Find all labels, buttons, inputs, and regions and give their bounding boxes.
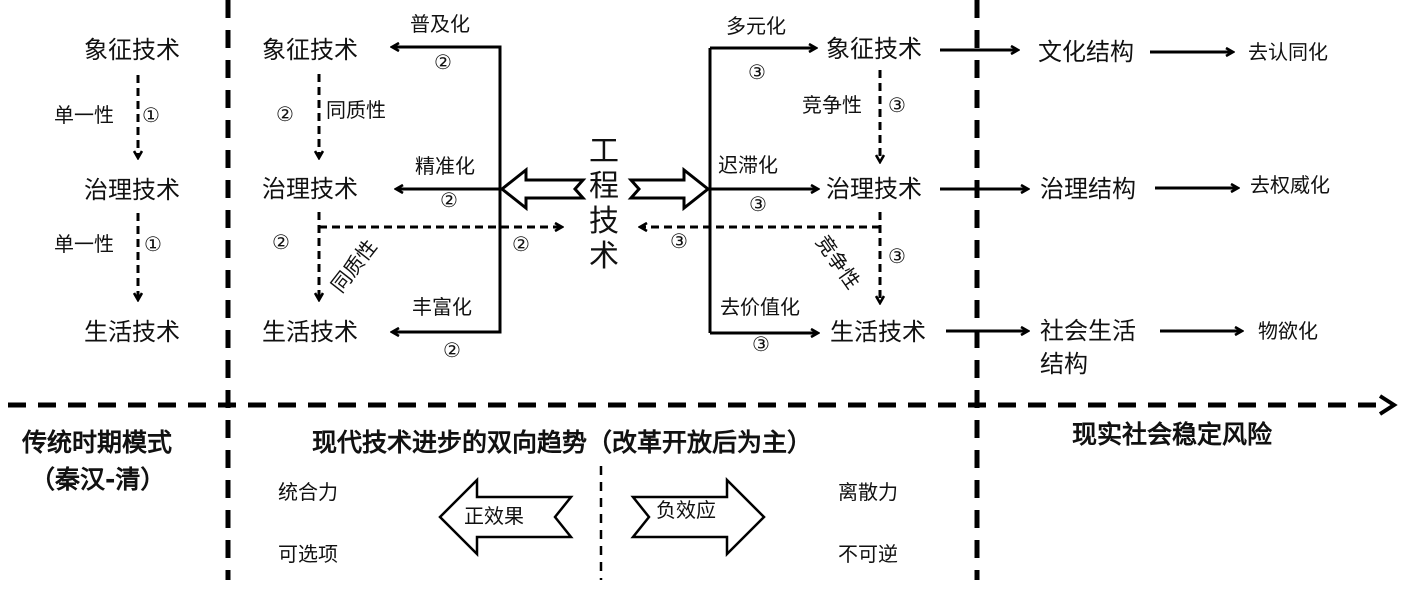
right-node-symbolic: 象征技术 — [826, 35, 922, 63]
positive-effect-arrow — [438, 476, 574, 558]
left-node-symbolic: 象征技术 — [262, 36, 358, 64]
negative-effect-label: 负效应 — [656, 498, 716, 522]
left-inbound-marker-3: ② — [443, 338, 461, 362]
trad-edge-label-1: 单一性 — [54, 103, 114, 127]
modern-left-item-2: 可选项 — [278, 542, 338, 566]
right-outbound-label-3: 去价值化 — [720, 295, 800, 319]
left-node-life: 生活技术 — [262, 318, 358, 346]
section-title-traditional: 传统时期模式 — [22, 428, 173, 457]
block-arrow-right — [627, 166, 711, 212]
section-title-modern: 现代技术进步的双向趋势（改革开放后为主） — [312, 428, 813, 457]
block-arrow-left — [499, 166, 587, 212]
right-node-life: 生活技术 — [830, 318, 926, 346]
modern-left-item-1: 统合力 — [278, 480, 338, 504]
engineering-char-3: 技 — [589, 204, 619, 239]
right-node-governance: 治理技术 — [826, 175, 922, 203]
left-inbound-label-2: 精准化 — [415, 154, 475, 178]
left-vertical-marker-2: ② — [272, 230, 290, 254]
engineering-char-2: 程 — [589, 169, 619, 204]
negative-effect-arrow — [630, 476, 766, 558]
left-to-engineering-marker: ② — [512, 232, 530, 256]
structure-social-life-2: 结构 — [1040, 350, 1088, 378]
section-subtitle-traditional: （秦汉-清） — [30, 465, 166, 494]
outcome-materialism: 物欲化 — [1258, 319, 1318, 343]
modern-right-item-1: 离散力 — [838, 480, 898, 504]
right-outbound-marker-2: ③ — [749, 192, 767, 216]
structure-social-life: 社会生活 — [1040, 317, 1136, 345]
trad-node-governance: 治理技术 — [84, 176, 180, 204]
section-title-risk: 现实社会稳定风险 — [1072, 420, 1273, 449]
trad-node-symbolic: 象征技术 — [84, 36, 180, 64]
right-outbound-marker-3: ③ — [752, 332, 770, 356]
trad-edge-marker-2: ① — [144, 232, 162, 256]
left-vertical-marker-1: ② — [276, 102, 294, 126]
right-vertical-marker-1: ③ — [888, 93, 906, 117]
trad-edge-label-2: 单一性 — [54, 232, 114, 256]
outcome-deidentification: 去认同化 — [1248, 40, 1328, 64]
trad-node-life: 生活技术 — [84, 318, 180, 346]
positive-effect-label: 正效果 — [464, 504, 524, 528]
timeline-arrowhead — [1378, 394, 1398, 416]
left-inbound-label-1: 普及化 — [410, 12, 470, 36]
right-outbound-marker-1: ③ — [748, 60, 766, 84]
right-to-engineering-marker: ③ — [670, 229, 688, 253]
structure-culture: 文化结构 — [1038, 38, 1134, 66]
left-node-governance: 治理技术 — [262, 175, 358, 203]
modern-right-item-2: 不可逆 — [838, 542, 898, 566]
engineering-char-1: 工 — [589, 134, 619, 169]
left-inbound-marker-2: ② — [440, 188, 458, 212]
right-outbound-label-2: 迟滞化 — [718, 153, 778, 177]
engineering-char-4: 术 — [589, 239, 619, 274]
right-outbound-label-1: 多元化 — [726, 14, 786, 38]
right-vertical-label-1: 竞争性 — [802, 93, 862, 117]
left-inbound-marker-1: ② — [434, 50, 452, 74]
right-vertical-marker-2: ③ — [888, 244, 906, 268]
structure-governance: 治理结构 — [1040, 175, 1136, 203]
outcome-deauthority: 去权威化 — [1250, 173, 1330, 197]
left-vertical-label-1: 同质性 — [326, 98, 386, 122]
left-inbound-label-3: 丰富化 — [412, 295, 472, 319]
trad-edge-marker-1: ① — [142, 103, 160, 127]
